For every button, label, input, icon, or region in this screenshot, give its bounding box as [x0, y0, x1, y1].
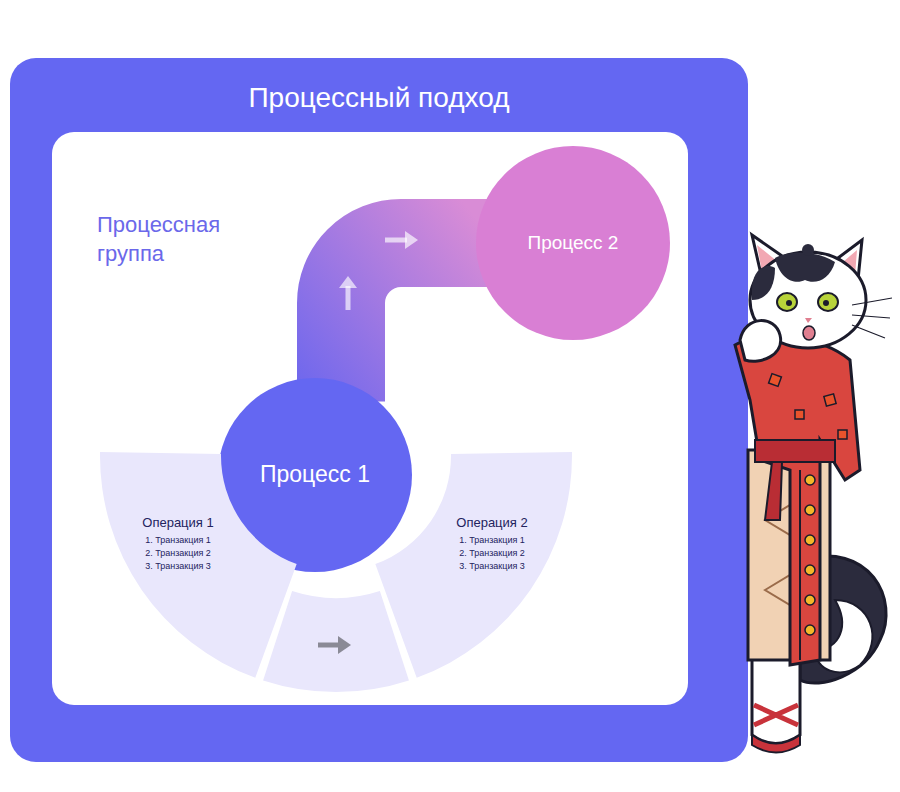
- diagram-title: Процессный подход: [10, 80, 748, 116]
- inner-panel: [52, 132, 688, 705]
- operation-segment: Операция 1 1. Транзакция 12. Транзакция 2…: [96, 446, 296, 706]
- operation-segment: Операция 2 1. Транзакция 12. Транзакция 2…: [342, 446, 582, 706]
- segment-shape: [342, 446, 582, 706]
- group-heading: Процессная группа: [97, 210, 267, 268]
- process-circle: Процесс 2: [476, 146, 670, 340]
- flow-connector: [263, 591, 409, 692]
- operation-text: Операция 1 1. Транзакция 12. Транзакция 2…: [142, 514, 213, 573]
- operation-text: Операция 2 1. Транзакция 12. Транзакция 2…: [456, 514, 527, 573]
- transaction-item: 2. Транзакция 2: [456, 547, 527, 560]
- flow-connector: [339, 231, 496, 402]
- operation-title: Операция 2: [456, 514, 527, 532]
- process-label: Процесс 1: [260, 461, 370, 489]
- transaction-item: 3. Транзакция 3: [142, 560, 213, 573]
- process-label: Процесс 2: [528, 232, 619, 255]
- transaction-item: 3. Транзакция 3: [456, 560, 527, 573]
- transaction-item: 2. Транзакция 2: [142, 547, 213, 560]
- segment-shape: [96, 446, 296, 706]
- outer-frame: [10, 58, 748, 762]
- transaction-item: 1. Транзакция 1: [142, 534, 213, 547]
- process-group-panel: Процессная группаПроцесс 1 Процесс 2 Опера…: [52, 132, 688, 705]
- transaction-item: 1. Транзакция 1: [456, 534, 527, 547]
- operation-title: Операция 1: [142, 514, 213, 532]
